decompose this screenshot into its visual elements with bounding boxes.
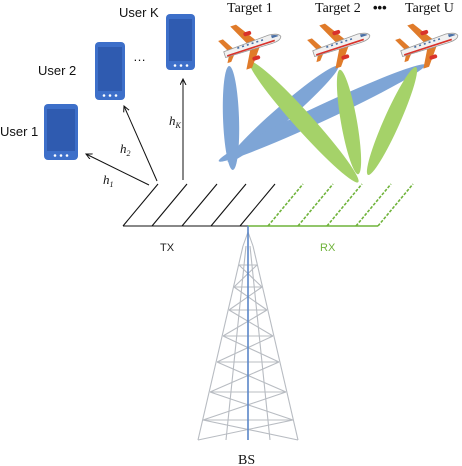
rx-antenna-array [248,183,414,227]
user-2-phone [95,42,125,100]
target-2-airplane [303,10,378,75]
user-2-label: User 2 [38,63,76,78]
rx-beam-target-u [366,67,418,175]
base-station-tower [197,231,299,441]
tx-label: TX [160,242,175,254]
channel-arrow-user-1 [86,154,150,186]
tx-beam-target-1 [222,66,240,170]
target-1-airplane [214,11,289,76]
channel-label-h1: h1 [103,172,114,189]
user-k-phone [166,14,195,70]
rx-beam-target-2 [336,69,362,175]
tx-beam-target-u [218,64,426,162]
rx-beam-target-1 [249,61,359,183]
channel-arrow-user-2 [124,106,158,182]
user-k-label: User K [119,5,159,20]
user-1-label: User 1 [0,124,38,139]
base-station-label: BS [238,453,255,466]
users-ellipsis: … [133,49,146,64]
rx-label: RX [320,242,336,254]
channel-label-hk: hK [169,113,182,130]
target-u-airplane [391,10,462,75]
target-u-label: Target U [405,1,454,16]
sensing-beams [218,61,426,183]
downlink-channels [86,79,183,186]
target-2-label: Target 2 [315,1,361,16]
channel-label-h2: h2 [120,141,131,158]
user-1-phone [44,104,78,160]
tx-antenna-array [122,183,276,227]
targets-ellipsis: ••• [373,0,387,15]
target-1-label: Target 1 [227,1,273,16]
